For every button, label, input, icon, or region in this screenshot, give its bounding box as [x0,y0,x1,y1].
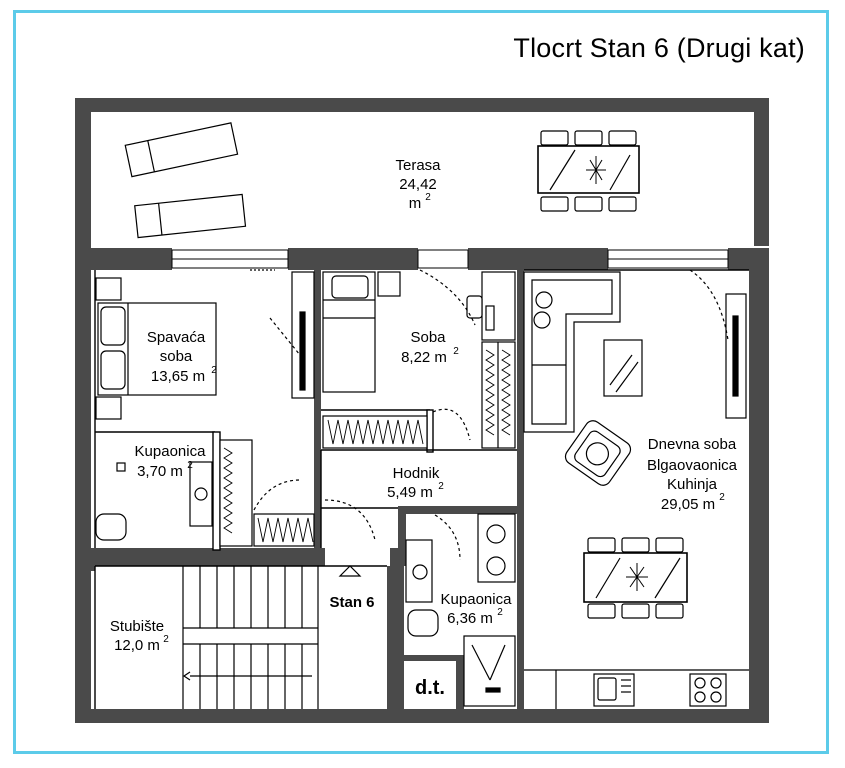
soba-area: 8,22 m [401,349,447,366]
kupaonica2-sup: 2 [497,607,503,618]
walls [75,98,769,723]
kupaonica1-sup: 2 [187,460,193,471]
room-labels: Terasa 24,42 m 2 Spavaća soba 13,65 m 2 … [110,157,738,699]
page-frame [13,10,829,754]
living-furniture [523,269,749,709]
kupaonica1-area: 3,70 m [137,463,183,480]
interior-walls [94,269,749,709]
kupaonica1-name: Kupaonica [135,443,207,460]
kupaonica2-area: 6,36 m [447,610,493,627]
dnevna-name3: Kuhinja [667,476,718,493]
terasa-name: Terasa [395,157,441,174]
windows [171,249,729,269]
stairs [182,565,362,709]
dnevna-name1: Dnevna soba [648,436,737,453]
soba-furniture [322,269,516,449]
soba-name: Soba [410,329,446,346]
stubiste-area: 12,0 m [114,637,160,654]
terasa-sup: 2 [425,192,431,203]
bathroom1-fixtures [95,439,376,547]
soba-sup: 2 [453,346,459,357]
hodnik-name: Hodnik [393,465,440,482]
dnevna-area: 29,05 m [661,496,715,513]
spavaca-name1: Spavaća [147,329,206,346]
spavaca-area: 13,65 m [151,368,205,385]
stan-label: Stan 6 [329,594,374,611]
stubiste-sup: 2 [163,634,169,645]
bedroom-furniture [95,269,315,420]
spavaca-sup: 2 [211,365,217,376]
stubiste-name: Stubište [110,618,164,635]
terasa-unit: m [409,195,422,212]
dnevna-name2: Blgaovaonica [647,457,738,474]
terrace-furniture [124,122,640,239]
bathroom2-fixtures [405,513,516,707]
kupaonica2-name: Kupaonica [441,591,513,608]
hodnik-sup: 2 [438,481,444,492]
dnevna-sup: 2 [719,492,725,503]
hodnik-area: 5,49 m [387,484,433,501]
dt-label: d.t. [415,677,445,699]
plan-title: Tlocrt Stan 6 (Drugi kat) [513,33,805,63]
terasa-area: 24,42 [399,176,437,193]
spavaca-name2: soba [160,348,193,365]
